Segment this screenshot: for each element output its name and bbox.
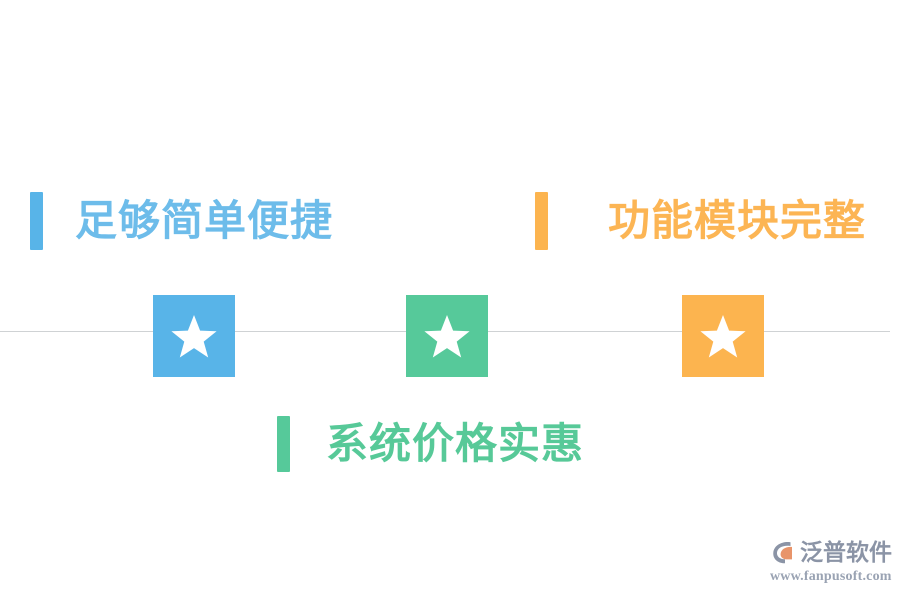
heading-simple: 足够简单便捷: [30, 192, 333, 250]
heading-modules-label: 功能模块完整: [608, 197, 867, 244]
heading-price: 系统价格实惠: [277, 416, 584, 472]
brand-url: www.fanpusoft.com: [770, 569, 892, 584]
brand-logo-row: 泛普软件: [770, 537, 895, 567]
fanpu-logomark-icon: [770, 538, 798, 566]
star-icon: [171, 314, 217, 358]
star-tile-orange: [682, 295, 764, 377]
star-tile-blue: [153, 295, 235, 377]
brand-wordmark: 泛普软件: [800, 538, 892, 565]
accent-bar-orange: [535, 192, 548, 250]
heading-modules: 功能模块完整: [535, 192, 866, 250]
star-tile-green: [406, 295, 488, 377]
accent-bar-green: [277, 416, 290, 472]
heading-price-label: 系统价格实惠: [326, 420, 585, 467]
accent-bar-blue: [30, 192, 43, 250]
heading-simple-label: 足够简单便捷: [75, 197, 334, 244]
brand-logo: 泛普软件 www.fanpusoft.com: [770, 537, 895, 587]
star-icon: [700, 314, 746, 358]
star-icon: [424, 314, 470, 358]
